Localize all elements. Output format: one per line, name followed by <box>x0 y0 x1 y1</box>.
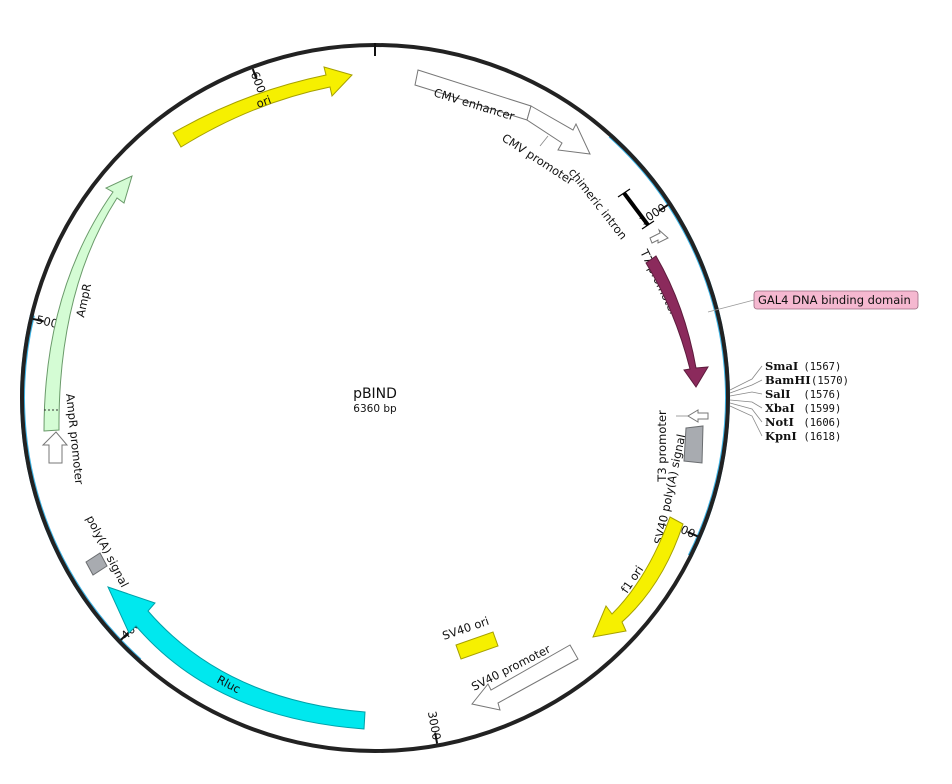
outer-highlight-arc <box>608 135 727 556</box>
feature-ori[interactable] <box>172 66 353 148</box>
restriction-sites: SmaI (1567)BamHI(1570) SalI (1576) XbaI (1599… <box>765 359 849 443</box>
restriction-site-position: (1606) <box>803 417 841 429</box>
restriction-site-leaders <box>729 365 763 437</box>
label-gal4: GAL4 DNA binding domain <box>758 293 911 307</box>
outer-highlight-arc <box>23 315 142 661</box>
label-ori: ori <box>254 93 273 111</box>
feature-chimeric-intron[interactable] <box>622 191 650 227</box>
tick-mark <box>32 317 44 323</box>
feature-rluc[interactable] <box>107 586 366 730</box>
plasmid-name: pBIND <box>353 386 397 402</box>
restriction-site-name[interactable]: NotI <box>765 415 794 429</box>
restriction-site-name[interactable]: XbaI <box>765 401 795 415</box>
feature-t7-promoter[interactable] <box>649 228 669 244</box>
label-polya-signal: poly(A) signal <box>83 513 131 590</box>
label-chimeric-intron: chimeric intron <box>566 165 630 242</box>
restriction-site-position: (1618) <box>803 431 841 443</box>
feature-gal4[interactable] <box>645 255 709 388</box>
tick-mark <box>251 68 258 80</box>
restriction-site-name[interactable]: BamHI <box>765 373 811 387</box>
label-t3-promoter: T3 promoter <box>655 410 669 483</box>
feature-ampr[interactable] <box>43 175 133 432</box>
restriction-site-position: (1576) <box>803 389 841 401</box>
tick-mark <box>658 203 669 212</box>
label-ampr-promoter: AmpR promoter <box>63 393 87 486</box>
tick-mark <box>687 531 698 538</box>
feature-f1-ori[interactable] <box>592 516 684 638</box>
tick-label: 3000 <box>425 710 444 741</box>
feature-sv40-ori[interactable] <box>455 631 499 660</box>
feature-cmv-promoter[interactable] <box>526 105 591 155</box>
gal4-callout-line <box>707 299 755 313</box>
feature-ampr-promoter[interactable] <box>41 431 69 464</box>
intron-cap-bottom <box>641 220 655 230</box>
plasmid-length: 6360 bp <box>353 403 397 415</box>
tick-mark <box>120 631 130 641</box>
restriction-site-position: (1570) <box>811 375 849 387</box>
restriction-site-position: (1599) <box>803 403 841 415</box>
restriction-site-name[interactable]: KpnI <box>765 429 797 443</box>
gal4-callout-box <box>753 290 919 310</box>
leader-cmv-promoter <box>539 135 549 147</box>
feature-sv40-promoter[interactable] <box>471 644 579 711</box>
restriction-site-name[interactable]: SmaI <box>765 359 798 373</box>
tick-mark <box>434 732 439 744</box>
restriction-site-position: (1567) <box>803 361 841 373</box>
feature-t3-promoter[interactable] <box>687 409 709 423</box>
restriction-site-name[interactable]: SalI <box>765 387 791 401</box>
feature-polya-signal[interactable] <box>85 552 108 576</box>
label-ampr: AmpR <box>73 282 94 319</box>
feature-sv40-polya[interactable] <box>683 425 704 464</box>
intron-cap-top <box>617 188 631 198</box>
